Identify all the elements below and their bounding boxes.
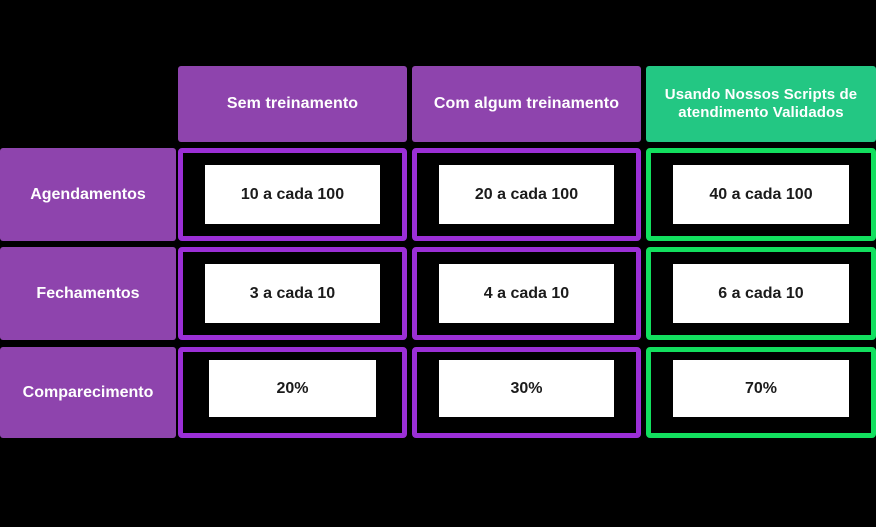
column-header-usando-nossos-scripts: Usando Nossos Scripts de atendimento Val… <box>646 66 876 142</box>
table-cell-comparecimento-com-algum-treinamento: 30% <box>412 347 641 438</box>
cell-value: 20 a cada 100 <box>439 165 614 224</box>
table-cell-comparecimento-sem-treinamento: 20% <box>178 347 407 438</box>
table-cell-fechamentos-usando-nossos-scripts: 6 a cada 10 <box>646 247 876 340</box>
table-cell-fechamentos-com-algum-treinamento: 4 a cada 10 <box>412 247 641 340</box>
cell-value: 10 a cada 100 <box>205 165 380 224</box>
cell-value: 30% <box>439 360 614 417</box>
cell-value: 4 a cada 10 <box>439 264 614 323</box>
cell-value: 20% <box>209 360 376 417</box>
table-cell-agendamentos-usando-nossos-scripts: 40 a cada 100 <box>646 148 876 241</box>
cell-value: 70% <box>673 360 849 417</box>
table-cell-fechamentos-sem-treinamento: 3 a cada 10 <box>178 247 407 340</box>
cell-value: 6 a cada 10 <box>673 264 849 323</box>
cell-value: 3 a cada 10 <box>205 264 380 323</box>
table-header-row: Sem treinamento Com algum treinamento Us… <box>0 66 876 142</box>
table-cell-agendamentos-sem-treinamento: 10 a cada 100 <box>178 148 407 241</box>
row-label-agendamentos: Agendamentos <box>0 148 176 241</box>
column-header-sem-treinamento: Sem treinamento <box>178 66 407 142</box>
table-cell-agendamentos-com-algum-treinamento: 20 a cada 100 <box>412 148 641 241</box>
row-label-comparecimento: Comparecimento <box>0 347 176 438</box>
table-cell-comparecimento-usando-nossos-scripts: 70% <box>646 347 876 438</box>
column-header-com-algum-treinamento: Com algum treinamento <box>412 66 641 142</box>
cell-value: 40 a cada 100 <box>673 165 849 224</box>
row-label-fechamentos: Fechamentos <box>0 247 176 340</box>
